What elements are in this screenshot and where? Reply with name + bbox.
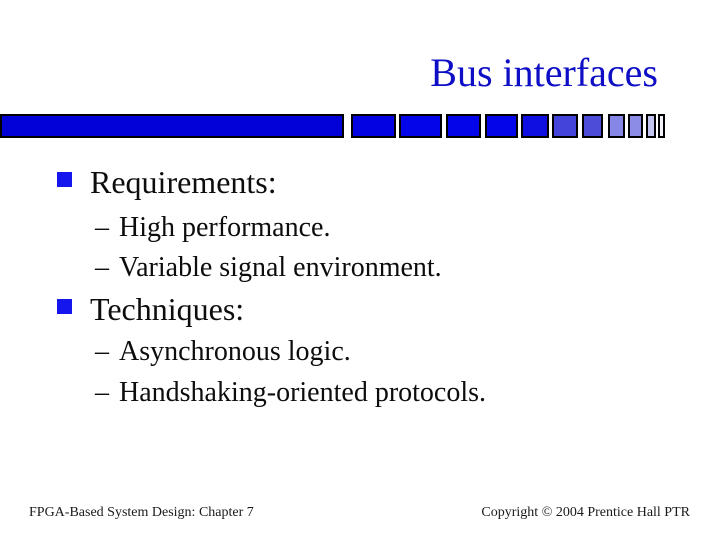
decorative-bar: [0, 114, 720, 138]
bar-segment: [552, 114, 578, 138]
bar-segment: [628, 114, 643, 138]
bullet-item: Techniques:: [0, 291, 680, 328]
dash-bullet-icon: –: [95, 336, 109, 367]
bullet-square-icon: [57, 172, 72, 187]
bar-segment: [351, 114, 396, 138]
bar-segment: [521, 114, 549, 138]
bar-segment: [399, 114, 442, 138]
bullet-text: Techniques:: [90, 291, 245, 327]
sub-bullet-item: – Asynchronous logic.: [95, 336, 695, 368]
bullet-text: Requirements:: [90, 164, 277, 200]
dash-bullet-icon: –: [95, 377, 109, 408]
sub-bullet-text: High performance.: [119, 212, 331, 243]
bar-segment: [446, 114, 481, 138]
bullet-item: Requirements:: [0, 164, 680, 201]
slide-title: Bus interfaces: [430, 50, 658, 95]
footer-copyright: Copyright © 2004 Prentice Hall PTR: [481, 505, 690, 520]
bar-segment: [582, 114, 603, 138]
dash-bullet-icon: –: [95, 212, 109, 243]
sub-bullet-item: – Handshaking-oriented protocols.: [95, 377, 695, 409]
bar-segment: [0, 114, 344, 138]
bullet-square-icon: [57, 299, 72, 314]
sub-bullet-text: Handshaking-oriented protocols.: [119, 377, 487, 408]
bar-segment: [608, 114, 625, 138]
dash-bullet-icon: –: [95, 252, 109, 283]
sub-bullet-text: Asynchronous logic.: [119, 336, 351, 367]
sub-bullet-text: Variable signal environment.: [119, 252, 442, 283]
bar-segment: [646, 114, 656, 138]
bar-segment: [658, 114, 665, 138]
bar-segment: [485, 114, 518, 138]
footer-book-title: FPGA-Based System Design: Chapter 7: [29, 505, 254, 520]
sub-bullet-item: – High performance.: [95, 212, 695, 244]
sub-bullet-item: – Variable signal environment.: [95, 252, 695, 284]
